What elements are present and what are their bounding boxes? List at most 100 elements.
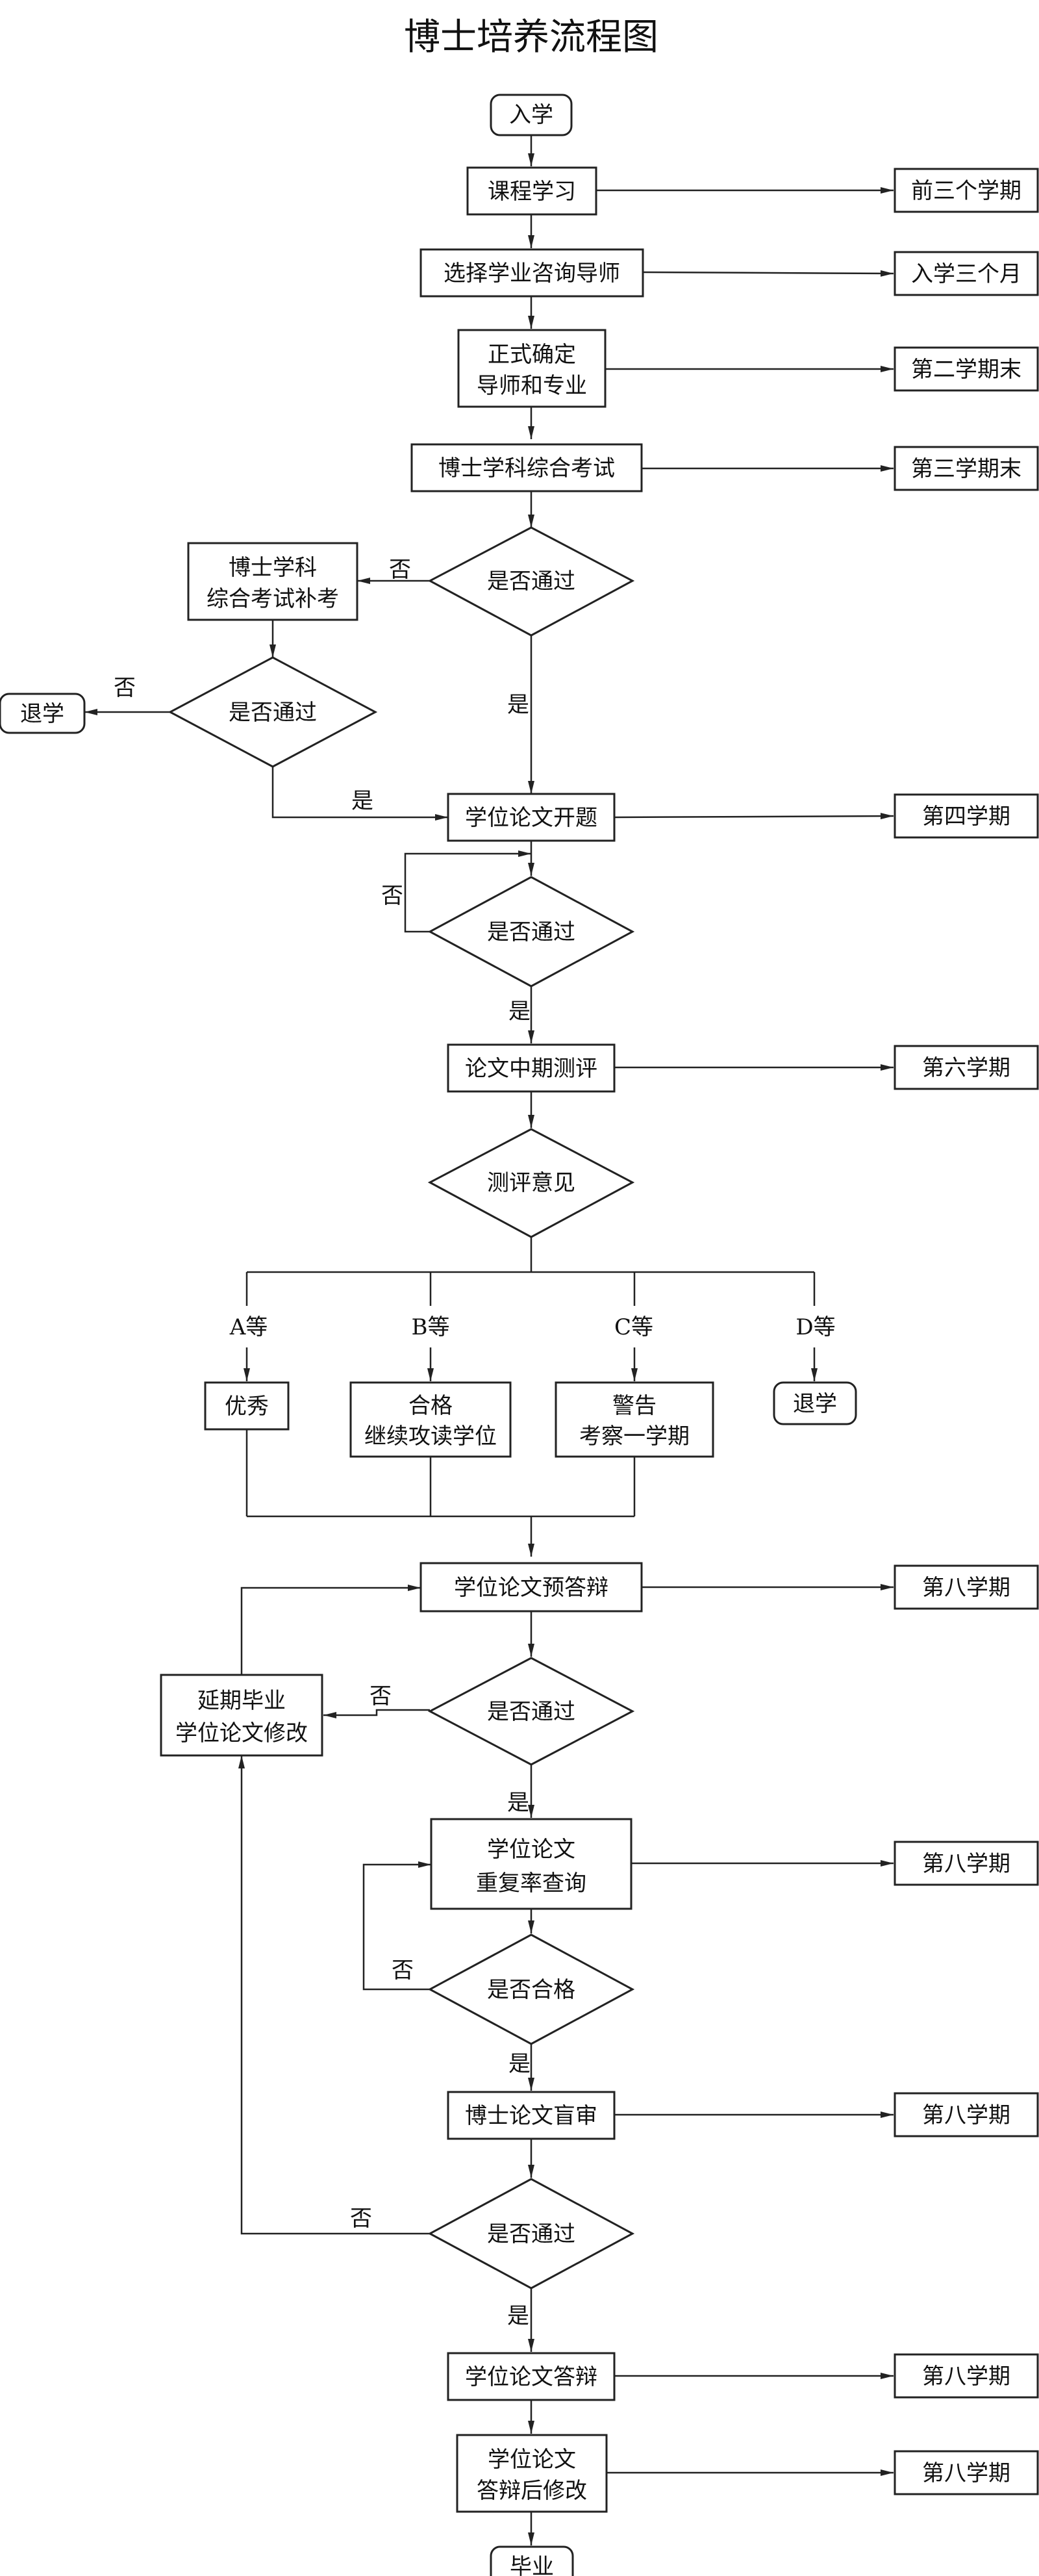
label-no-qualified: 否: [392, 1958, 414, 1983]
node-qual-exam-label: 博士学科综合考试: [438, 455, 615, 481]
arrow-extend-to-predefense: [240, 1585, 421, 1675]
label-no-pass2: 否: [114, 675, 136, 701]
node-grade-a-label: 优秀: [225, 1394, 269, 1420]
label-grade-a: A等: [229, 1314, 268, 1340]
arrow-pass3-no-loop: [404, 850, 531, 933]
decision-pass-2: 是否通过: [168, 656, 378, 768]
decision-pass-4: 是否通过: [427, 1657, 635, 1766]
node-dup-line1: 学位论文: [487, 1837, 575, 1863]
node-proposal-label: 学位论文开题: [465, 805, 597, 831]
decision-qualified-label: 是否合格: [487, 1977, 575, 2003]
node-graduate: 毕业: [490, 2545, 574, 2576]
decision-pass-5: 是否通过: [427, 2178, 635, 2289]
timeline-midterm-label: 第六学期: [922, 1055, 1010, 1081]
timeline-advisor: 入学三个月: [894, 251, 1039, 296]
label-no-pass5: 否: [350, 2206, 372, 2232]
node-grade-b-line1: 合格: [408, 1393, 453, 1419]
timeline-exam-label: 第三学期末: [911, 456, 1021, 482]
node-grade-c-line2: 考察一学期: [579, 1423, 690, 1449]
node-withdraw-1-label: 退学: [20, 701, 64, 727]
arrow-pass5-no-to-extend: [238, 1755, 430, 2235]
label-yes-pass2: 是: [351, 788, 373, 814]
timeline-course-label: 前三个学期: [911, 178, 1021, 204]
timeline-confirm: 第二学期末: [894, 346, 1039, 392]
timeline-dupcheck-label: 第八学期: [922, 1851, 1010, 1877]
node-grade-c-line1: 警告: [612, 1393, 657, 1419]
timeline-course: 前三个学期: [894, 168, 1039, 213]
timeline-blind-label: 第八学期: [922, 2102, 1010, 2128]
node-revise-line2: 答辩后修改: [477, 2478, 587, 2504]
timeline-midterm: 第六学期: [894, 1045, 1039, 1090]
node-graduate-label: 毕业: [510, 2554, 554, 2576]
node-course-study-label: 课程学习: [488, 179, 576, 205]
timeline-revise: 第八学期: [894, 2450, 1039, 2495]
node-confirm-line2: 导师和专业: [477, 373, 587, 399]
timeline-dupcheck: 第八学期: [894, 1841, 1039, 1886]
node-qual-exam: 博士学科综合考试: [410, 443, 643, 492]
node-grade-a-excellent: 优秀: [204, 1381, 290, 1431]
node-extend-graduation: 延期毕业 学位论文修改: [160, 1674, 323, 1757]
label-yes-pass3: 是: [508, 999, 531, 1025]
decision-pass-3: 是否通过: [427, 876, 635, 988]
arrow-pass4-no-to-extend: [323, 1709, 430, 1718]
node-predefense-label: 学位论文预答辩: [454, 1575, 608, 1601]
node-withdraw-2: 退学: [773, 1381, 857, 1425]
timeline-defense-label: 第八学期: [922, 2364, 1010, 2390]
label-yes-pass4: 是: [507, 1790, 529, 1816]
node-extend-line2: 学位论文修改: [175, 1720, 308, 1746]
timeline-confirm-label: 第二学期末: [911, 357, 1021, 383]
node-confirm-advisor: 正式确定 导师和专业: [457, 329, 607, 408]
node-grade-b-line2: 继续攻读学位: [364, 1423, 497, 1449]
timeline-blind: 第八学期: [894, 2092, 1039, 2137]
label-no-pass4: 否: [369, 1683, 392, 1709]
diagram-title: 博士培养流程图: [404, 16, 658, 58]
node-grade-c-warning: 警告 考察一学期: [555, 1381, 714, 1458]
node-withdraw-1: 退学: [0, 693, 86, 734]
decision-pass-4-label: 是否通过: [487, 1699, 575, 1725]
timeline-advisor-label: 入学三个月: [911, 261, 1021, 287]
node-blind-review-label: 博士论文盲审: [465, 2103, 597, 2129]
timeline-proposal-label: 第四学期: [922, 804, 1010, 830]
arrow-advisor-timeline: [642, 270, 894, 277]
node-extend-line1: 延期毕业: [197, 1688, 286, 1714]
label-yes-pass1: 是: [507, 692, 529, 718]
label-yes-pass5: 是: [507, 2303, 529, 2329]
timeline-exam: 第三学期末: [894, 446, 1039, 491]
node-revise-after: 学位论文 答辩后修改: [456, 2434, 608, 2513]
node-makeup-line2: 综合考试补考: [207, 586, 339, 612]
node-withdraw-2-label: 退学: [793, 1391, 837, 1417]
label-no-pass3: 否: [381, 883, 403, 909]
label-no-pass1: 否: [389, 557, 411, 583]
node-select-advisor-label: 选择学业咨询导师: [444, 261, 620, 287]
decision-qualified: 是否合格: [427, 1933, 635, 2045]
label-grade-b: B等: [412, 1314, 450, 1340]
timeline-revise-label: 第八学期: [922, 2460, 1010, 2486]
node-start: 入学: [490, 94, 573, 136]
node-makeup-exam: 博士学科 综合考试补考: [187, 542, 358, 621]
decision-pass-5-label: 是否通过: [487, 2221, 575, 2247]
node-start-label: 入学: [509, 102, 553, 128]
arrow-pass2-yes-to-proposal: [271, 767, 448, 821]
node-dup-check: 学位论文 重复率查询: [430, 1818, 632, 1910]
decision-opinion-label: 测评意见: [487, 1170, 575, 1196]
decision-pass-1-label: 是否通过: [487, 568, 575, 594]
node-confirm-line1: 正式确定: [488, 342, 576, 368]
node-select-advisor: 选择学业咨询导师: [419, 248, 644, 298]
connectors: [84, 135, 894, 2545]
node-revise-line1: 学位论文: [488, 2447, 576, 2473]
decision-pass-1: 是否通过: [427, 526, 635, 637]
label-grade-c: C等: [614, 1314, 653, 1340]
arrow-qualified-no-loop: [362, 1861, 431, 1991]
node-blind-review: 博士论文盲审: [447, 2091, 616, 2140]
timeline-predefense: 第八学期: [894, 1564, 1039, 1610]
node-dup-line2: 重复率查询: [476, 1870, 586, 1896]
label-yes-qualified: 是: [508, 2051, 531, 2077]
node-course-study: 课程学习: [466, 166, 597, 216]
arrow-proposal-timeline: [614, 813, 894, 820]
decision-pass-2-label: 是否通过: [229, 700, 317, 726]
node-makeup-line1: 博士学科: [229, 555, 317, 581]
node-proposal: 学位论文开题: [447, 793, 616, 842]
node-grade-b-qualified: 合格 继续攻读学位: [349, 1381, 512, 1458]
label-grade-d: D等: [795, 1314, 835, 1340]
timeline-predefense-label: 第八学期: [922, 1575, 1010, 1601]
